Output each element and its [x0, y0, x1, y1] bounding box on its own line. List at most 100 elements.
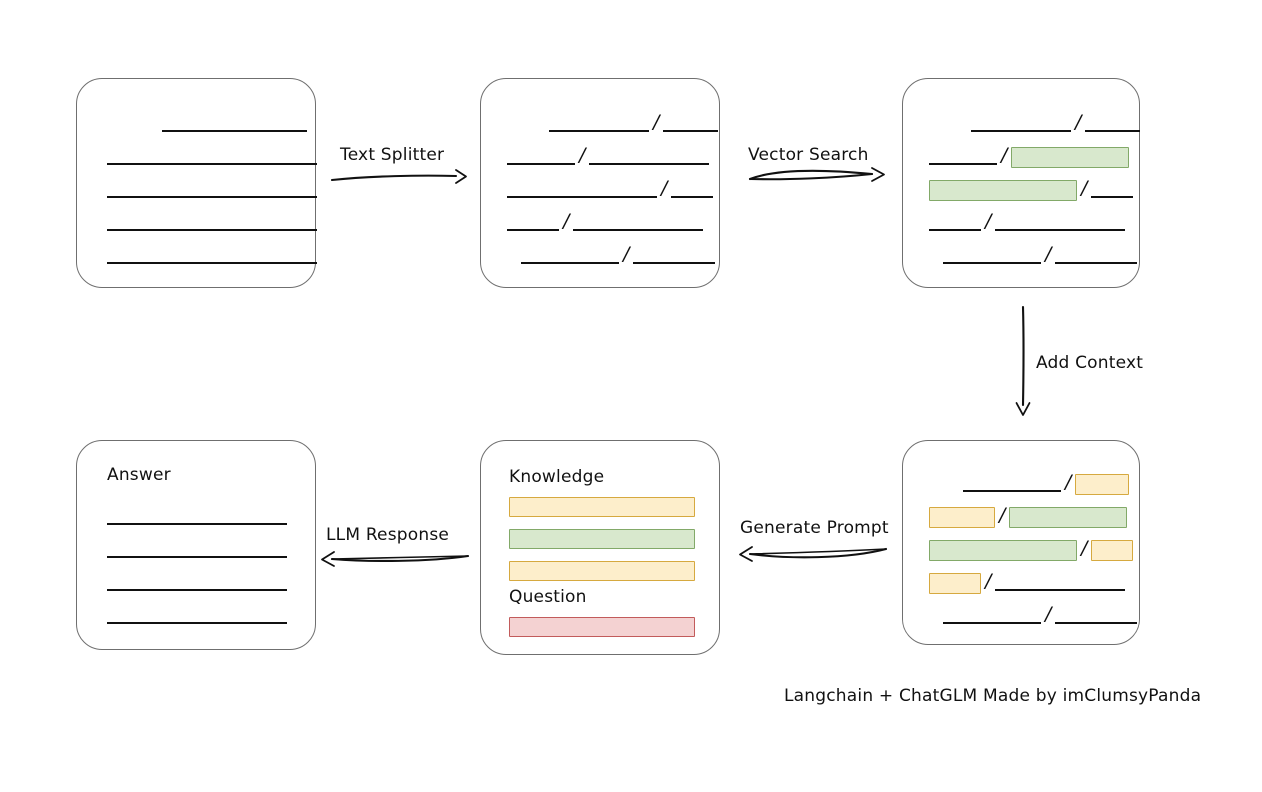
text-line-segment — [107, 262, 317, 264]
chunk-row: / — [929, 143, 1130, 168]
chunk-row: / — [929, 536, 1134, 561]
text-line-segment — [161, 130, 307, 132]
text-line-segment — [1085, 130, 1141, 132]
chunk-row: / — [507, 242, 716, 267]
node-answer[interactable]: Answer — [76, 440, 316, 650]
question-title: Question — [509, 587, 587, 607]
node-split-chunks[interactable]: / / / / / — [480, 78, 720, 288]
document-row — [107, 179, 317, 201]
text-line-segment — [1055, 622, 1138, 624]
question-bar — [509, 617, 695, 637]
text-line-segment — [929, 229, 981, 231]
document-row — [107, 146, 317, 168]
text-line-segment — [943, 262, 1041, 264]
chunk-separator: / — [1001, 143, 1008, 166]
retrieved-chunks-rows: / / / / / — [903, 79, 1141, 287]
context-chunk-highlight — [1091, 539, 1134, 561]
answer-line-row — [107, 572, 287, 594]
node-prompt[interactable]: Knowledge Question — [480, 440, 720, 655]
context-chunk-highlight — [929, 572, 981, 594]
text-line-segment — [943, 622, 1041, 624]
arrow-text-splitter — [330, 169, 467, 184]
text-line-segment — [1091, 196, 1134, 198]
text-line-segment — [549, 130, 649, 132]
context-chunk-highlight — [929, 539, 1077, 561]
source-document-rows — [77, 79, 317, 287]
footer-credit: Langchain + ChatGLM Made by imClumsyPand… — [784, 686, 1202, 706]
document-row — [107, 212, 317, 234]
chunk-separator: / — [985, 209, 992, 232]
chunk-row: / — [507, 110, 719, 135]
text-line-segment — [107, 196, 317, 198]
knowledge-bar — [509, 561, 695, 581]
text-line-segment — [107, 163, 317, 165]
text-line-segment — [663, 130, 719, 132]
chunk-row: / — [929, 569, 1126, 594]
chunk-separator: / — [1045, 242, 1052, 265]
text-line-segment — [1055, 262, 1138, 264]
chunk-separator: / — [1045, 602, 1052, 625]
chunk-separator: / — [1081, 536, 1088, 559]
chunk-row: / — [507, 176, 714, 201]
document-row — [107, 113, 307, 135]
edge-label-vector-search: Vector Search — [748, 145, 869, 165]
text-line-segment — [963, 490, 1061, 492]
chunk-separator: / — [999, 503, 1006, 526]
context-chunks-rows: / / / / / — [903, 441, 1139, 644]
retrieved-chunk-highlight — [929, 179, 1077, 201]
knowledge-bar — [509, 497, 695, 517]
text-line-segment — [929, 163, 997, 165]
chunk-separator: / — [661, 176, 668, 199]
chunk-separator: / — [985, 569, 992, 592]
text-line-segment — [633, 262, 716, 264]
chunk-separator: / — [653, 110, 660, 133]
text-line-segment — [107, 622, 287, 624]
text-line-segment — [107, 229, 317, 231]
answer-rows — [77, 441, 315, 649]
answer-line-row — [107, 539, 287, 561]
text-line-segment — [507, 196, 657, 198]
knowledge-title: Knowledge — [509, 467, 605, 487]
chunk-row: / — [929, 209, 1126, 234]
edge-label-add-context: Add Context — [1036, 353, 1144, 373]
context-chunk-highlight — [1009, 506, 1128, 528]
answer-line-row — [107, 605, 287, 627]
context-chunk-highlight — [1075, 473, 1130, 495]
knowledge-bar — [509, 529, 695, 549]
text-line-segment — [107, 589, 287, 591]
arrow-vector-search — [748, 167, 885, 182]
chunk-row: / — [929, 242, 1138, 267]
chunk-row: / — [929, 110, 1141, 135]
chunk-row: / — [929, 176, 1134, 201]
text-line-segment — [589, 163, 710, 165]
node-retrieved-chunks[interactable]: / / / / / — [902, 78, 1141, 288]
split-chunks-rows: / / / / / — [481, 79, 719, 287]
arrow-generate-prompt — [739, 546, 888, 562]
chunk-row: / — [929, 503, 1128, 528]
chunk-separator: / — [579, 143, 586, 166]
text-line-segment — [507, 229, 559, 231]
text-line-segment — [971, 130, 1071, 132]
retrieved-chunk-highlight — [1011, 146, 1130, 168]
arrow-llm-response — [321, 551, 470, 567]
chunk-separator: / — [1065, 470, 1072, 493]
context-chunk-highlight — [929, 506, 995, 528]
answer-line-row — [107, 506, 287, 528]
edge-label-text-splitter: Text Splitter — [340, 145, 445, 165]
document-row — [107, 245, 317, 267]
chunk-separator: / — [563, 209, 570, 232]
text-line-segment — [573, 229, 704, 231]
text-line-segment — [507, 163, 575, 165]
arrow-add-context — [1015, 305, 1031, 416]
node-context-chunks[interactable]: / / / / / — [902, 440, 1140, 645]
chunk-separator: / — [1081, 176, 1088, 199]
chunk-separator: / — [1075, 110, 1082, 133]
text-line-segment — [995, 229, 1126, 231]
text-line-segment — [107, 523, 287, 525]
text-line-segment — [671, 196, 714, 198]
edge-label-generate-prompt: Generate Prompt — [740, 518, 889, 538]
node-source-document[interactable] — [76, 78, 317, 288]
chunk-separator: / — [623, 242, 630, 265]
text-line-segment — [995, 589, 1126, 591]
